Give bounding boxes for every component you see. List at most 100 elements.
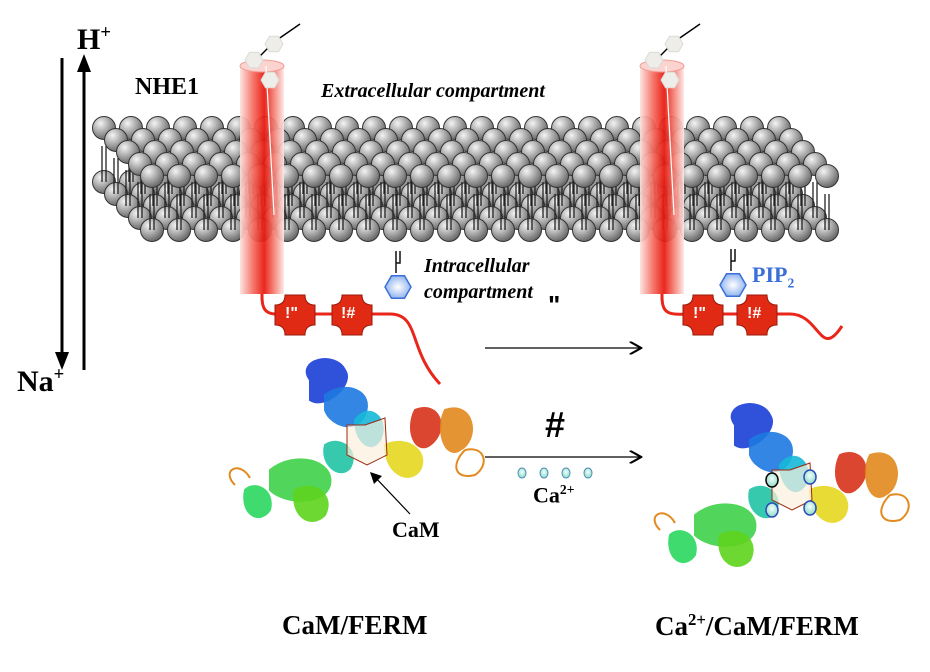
lipid-head — [491, 218, 515, 242]
calcium-base: Ca — [533, 482, 560, 508]
lipid-head — [194, 164, 218, 188]
caption-right-rest: /CaM/FERM — [705, 611, 859, 641]
lipid-head — [140, 218, 164, 242]
lipid-head — [167, 164, 191, 188]
lipid-head — [572, 164, 596, 188]
stray-glyph: " — [548, 290, 561, 320]
ca-cam-ferm-structure-right — [653, 403, 910, 567]
cam-binding-domain-left-2 — [331, 294, 373, 336]
intracellular-label-line1: Intracellular — [424, 255, 530, 277]
cam-binding-domain-left-1 — [274, 294, 316, 336]
hash-label: # — [545, 404, 566, 445]
outer-leaflet — [92, 116, 839, 188]
cam-pointer-line — [373, 475, 411, 515]
cam-ferm-structure-left — [228, 358, 485, 522]
na-arrow-head-icon — [55, 352, 69, 370]
helix-body — [240, 66, 284, 294]
lipid-head — [707, 218, 731, 242]
lipid-head — [788, 218, 812, 242]
na-plus-charge: + — [53, 364, 65, 385]
lipid-head — [437, 164, 461, 188]
lipid-head — [707, 164, 731, 188]
lipid-head — [788, 164, 812, 188]
lipid-head — [356, 164, 380, 188]
lipid-head — [518, 218, 542, 242]
lipid-head — [167, 218, 191, 242]
h-plus-label: H+ — [77, 22, 111, 57]
cam-binding-domain-right-2 — [736, 294, 778, 336]
helix-body — [640, 66, 684, 294]
protein-ribbon-segment — [383, 440, 424, 478]
bound-calcium-ion-icon — [765, 472, 779, 488]
lipid-head — [761, 218, 785, 242]
protein-ribbon-segment — [293, 485, 329, 522]
protein-ribbon-segment — [440, 407, 473, 453]
lipid-head — [383, 218, 407, 242]
protein-ribbon-segment — [410, 407, 442, 449]
pip2-hexagon-icon-right — [719, 272, 747, 298]
helix-highlight — [265, 65, 275, 216]
lipid-head — [491, 164, 515, 188]
caption-right-base: Ca — [655, 611, 688, 641]
caption-left: CaM/FERM — [282, 610, 428, 640]
c-terminal-tail-right — [660, 295, 844, 340]
lipid-head — [410, 164, 434, 188]
lipid-head — [383, 164, 407, 188]
protein-loop — [228, 448, 485, 486]
cam-binding-site-hexagon — [771, 462, 813, 511]
diagram-overlays — [55, 23, 910, 567]
lipid-head — [464, 218, 488, 242]
caption-right: Ca2+/CaM/FERM — [655, 610, 859, 642]
lipid-head — [815, 218, 839, 242]
lipid-head — [545, 164, 569, 188]
lipid-head — [194, 218, 218, 242]
extracellular-label: Extracellular compartment — [321, 80, 545, 102]
glycan-hexagon-icon — [664, 35, 684, 53]
lipid-head — [815, 164, 839, 188]
lipid-head — [356, 218, 380, 242]
lipid-head — [761, 164, 785, 188]
glycan-hexagon-icon — [264, 35, 284, 53]
h-arrow-head-icon — [77, 54, 91, 72]
domain-right-1-label: !" — [693, 305, 706, 322]
glycan-hexagon-icon — [260, 71, 280, 89]
lipid-head — [140, 164, 164, 188]
calcium-label: Ca2+ — [533, 482, 574, 508]
pip2-label: PIP2 — [752, 262, 794, 291]
pip2-anchor — [730, 249, 736, 271]
pip2-base: PIP — [752, 262, 788, 287]
domain-right-2-label: !# — [747, 305, 762, 322]
calcium-ion-icon — [539, 467, 549, 479]
lipid-head — [599, 218, 623, 242]
lipid-head — [734, 218, 758, 242]
bound-calcium-ion-icon — [803, 500, 817, 516]
nhe1-helix-right — [639, 23, 701, 300]
calcium-ion-icon — [561, 467, 571, 479]
lipid-head — [572, 218, 596, 242]
lipid-head — [329, 164, 353, 188]
na-plus-base: Na — [17, 365, 54, 398]
cam-label: CaM — [392, 517, 440, 542]
caption-right-charge: 2+ — [688, 610, 706, 629]
lipid-bilayer — [92, 116, 839, 242]
protein-loop — [653, 493, 910, 531]
na-plus-label: Na+ — [17, 364, 64, 399]
cam-binding-domain-right-1 — [682, 294, 724, 336]
nhe1-label: NHE1 — [135, 74, 200, 100]
protein-ribbon-segment — [718, 530, 754, 567]
protein-ribbon-segment — [835, 452, 867, 494]
h-plus-base: H — [77, 23, 101, 56]
nhe1-helix-left — [239, 23, 301, 300]
bound-calcium-ion-icon — [765, 502, 779, 518]
protein-ribbon-segment — [865, 452, 898, 498]
protein-ribbon-segment — [323, 440, 354, 474]
calcium-charge: 2+ — [559, 482, 575, 497]
domain-left-2-label: !# — [341, 305, 356, 322]
helix-highlight — [665, 65, 675, 216]
lipid-head — [734, 164, 758, 188]
lipid-head — [464, 164, 488, 188]
glycan-hexagon-icon — [644, 51, 664, 69]
lipid-head — [302, 164, 326, 188]
glycan-hexagon-icon — [244, 51, 264, 69]
